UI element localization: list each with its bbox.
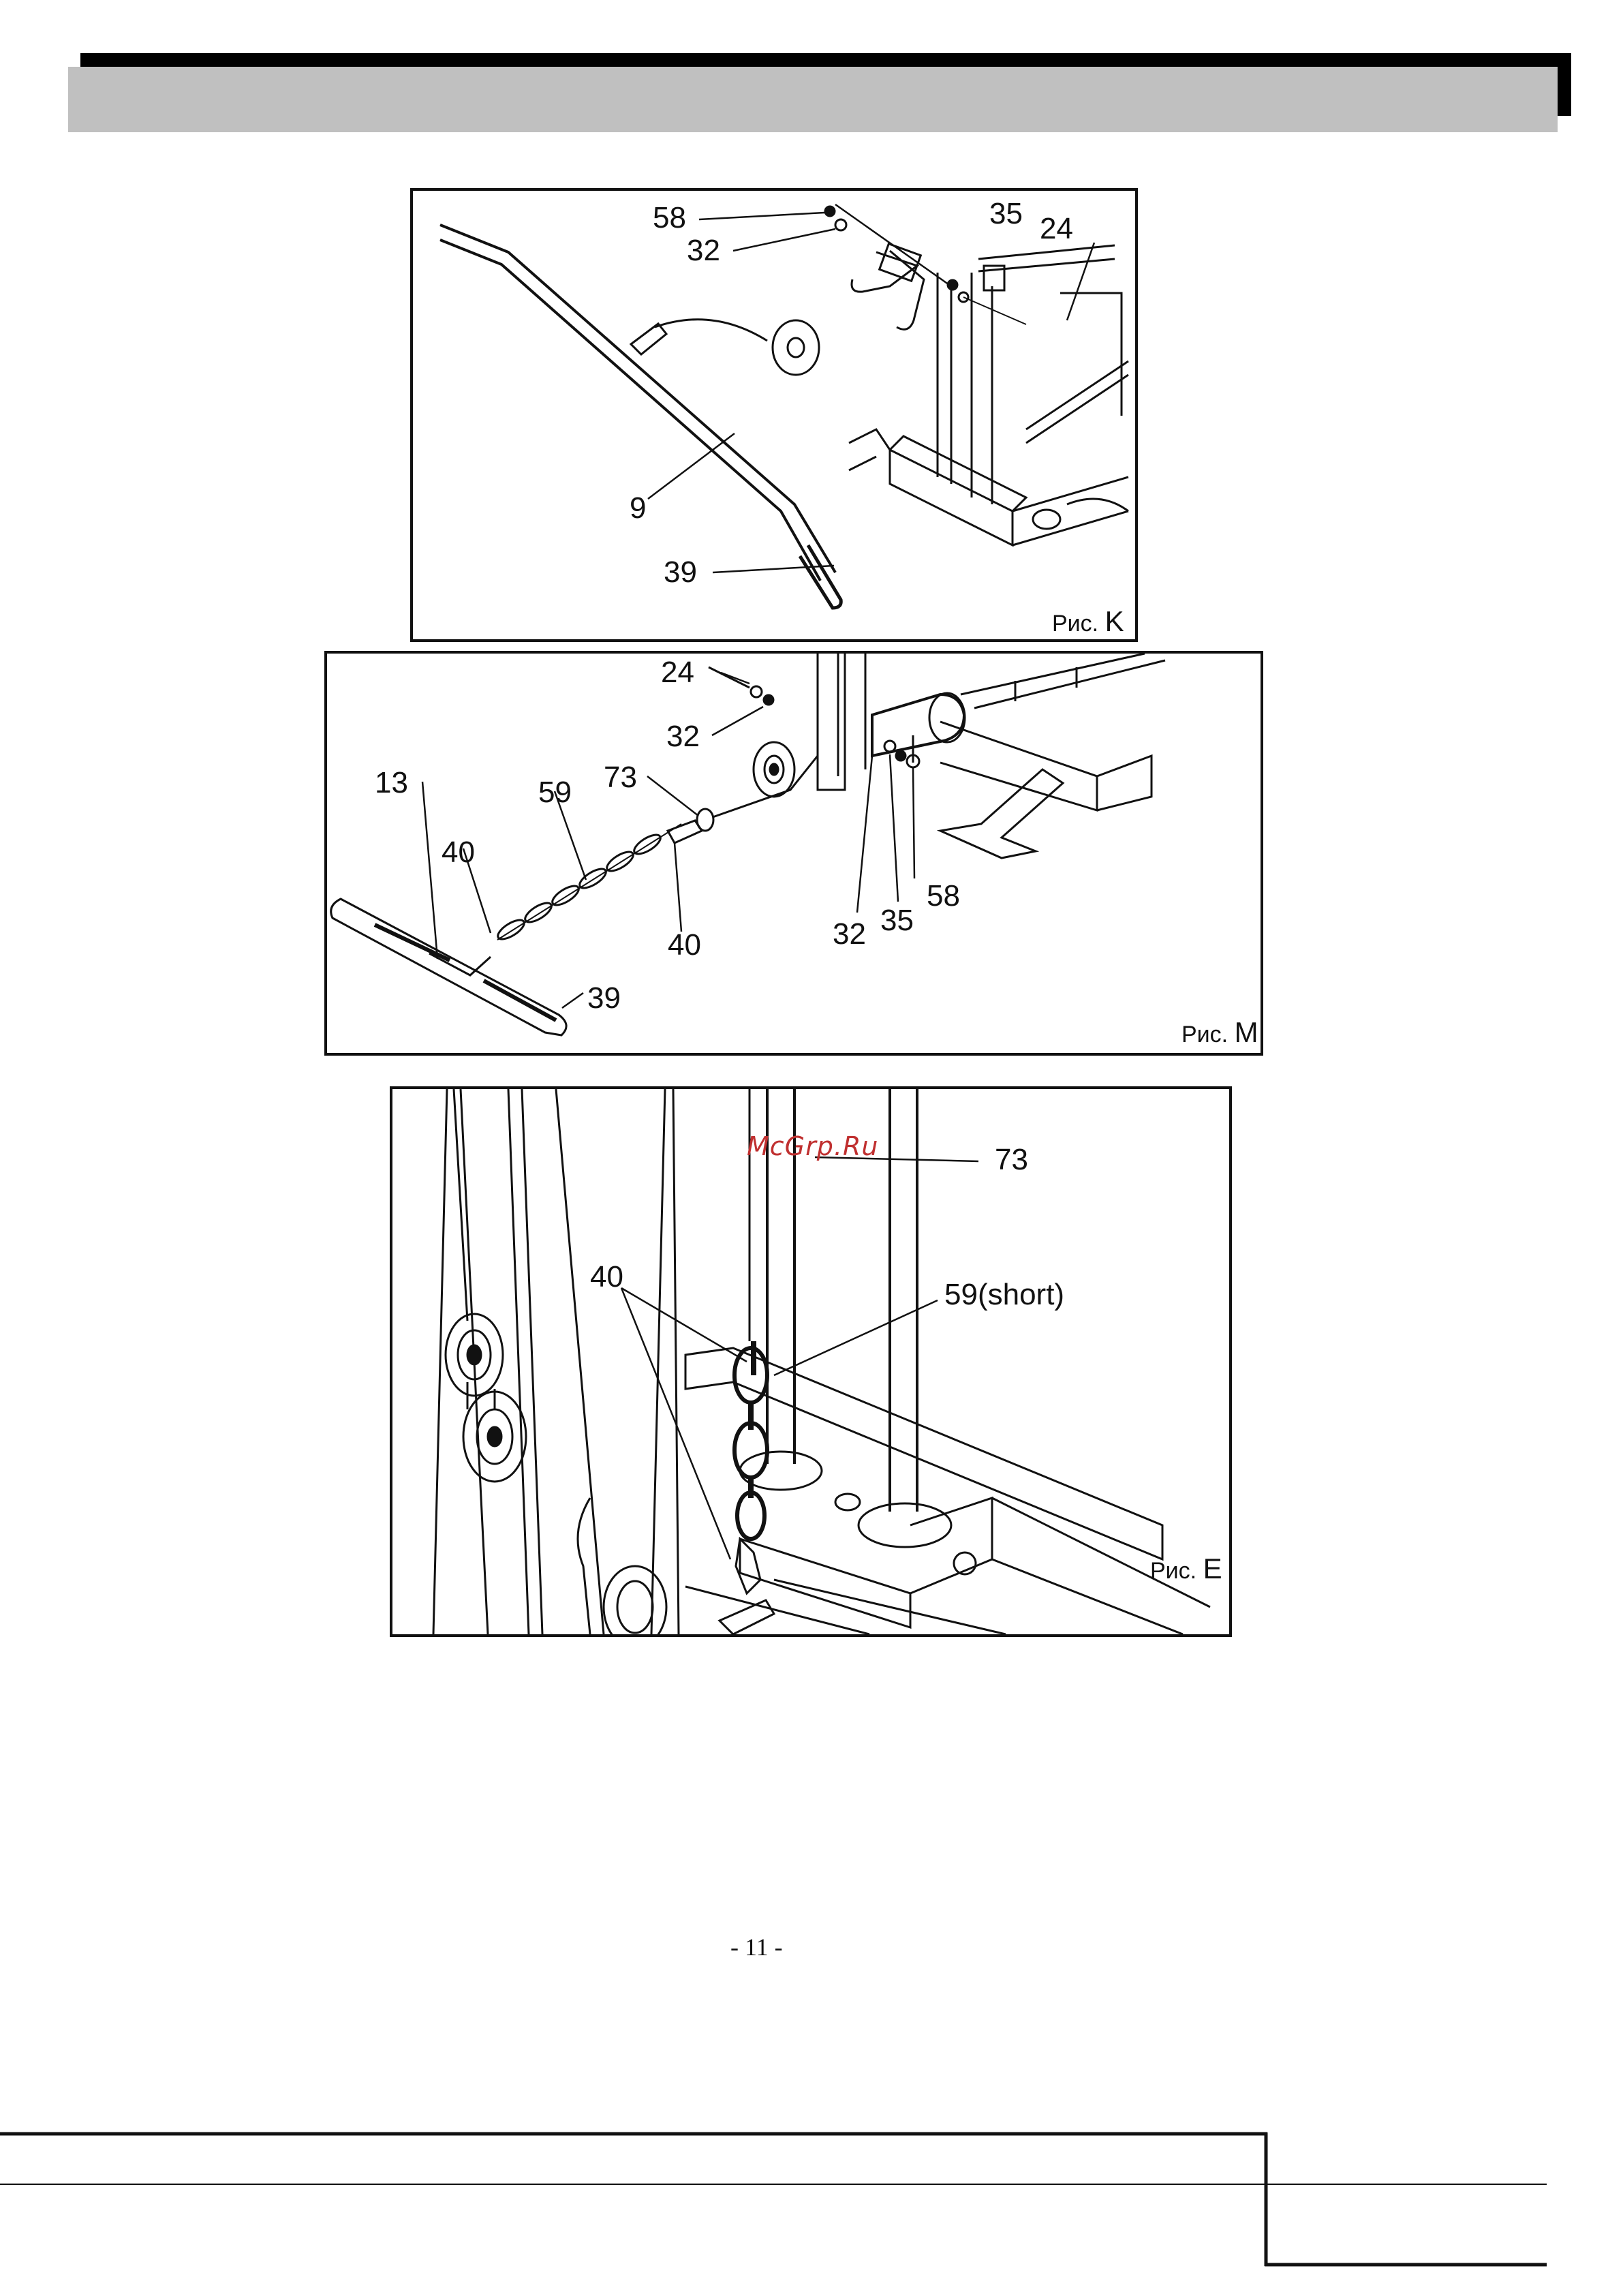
callout-label: 59 xyxy=(538,776,572,809)
caption-text: Рис. xyxy=(1052,611,1098,637)
caption-letter: M xyxy=(1235,1016,1258,1048)
callout-label: 39 xyxy=(664,555,697,589)
figure-m-drawing: 24 32 13 59 73 40 40 39 32 35 58 xyxy=(327,654,1261,1053)
callout-label: 58 xyxy=(927,879,960,913)
callout-label: 24 xyxy=(661,656,694,689)
caption-text: Рис. xyxy=(1150,1558,1196,1584)
callout-label: 35 xyxy=(880,904,914,937)
callout-label: 73 xyxy=(604,761,637,794)
callout-label: 73 xyxy=(995,1143,1028,1176)
figure-e-caption: Рис. E xyxy=(1150,1552,1222,1585)
figure-k-drawing: 58 32 35 24 9 39 xyxy=(413,191,1135,639)
figure-k: 58 32 35 24 9 39 Рис. K xyxy=(410,188,1138,642)
callout-label: 35 xyxy=(989,197,1023,230)
callout-label: 24 xyxy=(1040,212,1073,245)
callout-label: 32 xyxy=(687,234,720,267)
callout-label: 58 xyxy=(653,201,686,234)
figure-k-caption: Рис. K xyxy=(1052,605,1124,638)
figure-m: 24 32 13 59 73 40 40 39 32 35 58 Рис. M xyxy=(324,651,1263,1056)
caption-letter: K xyxy=(1105,605,1124,637)
callout-label: 32 xyxy=(666,720,700,753)
caption-text: Рис. xyxy=(1181,1022,1228,1047)
callout-label: 9 xyxy=(630,491,646,525)
caption-letter: E xyxy=(1203,1552,1222,1585)
callout-label: 13 xyxy=(375,766,408,799)
callout-label: 32 xyxy=(833,917,866,951)
callout-label: 59(short) xyxy=(944,1278,1064,1311)
header-bar xyxy=(68,67,1558,132)
figure-m-caption: Рис. M xyxy=(1181,1016,1258,1049)
callout-label: 40 xyxy=(442,836,475,869)
callout-label: 39 xyxy=(587,981,621,1015)
figure-e-drawing: 73 40 59(short) xyxy=(392,1089,1229,1634)
page-number: - 11 - xyxy=(730,1933,783,1961)
figure-e: 73 40 59(short) Рис. E xyxy=(390,1086,1232,1637)
footer-lines xyxy=(0,2130,1623,2293)
callout-label: 40 xyxy=(590,1260,623,1294)
callout-label: 40 xyxy=(668,928,701,962)
watermark: McGrp.Ru xyxy=(747,1131,878,1161)
